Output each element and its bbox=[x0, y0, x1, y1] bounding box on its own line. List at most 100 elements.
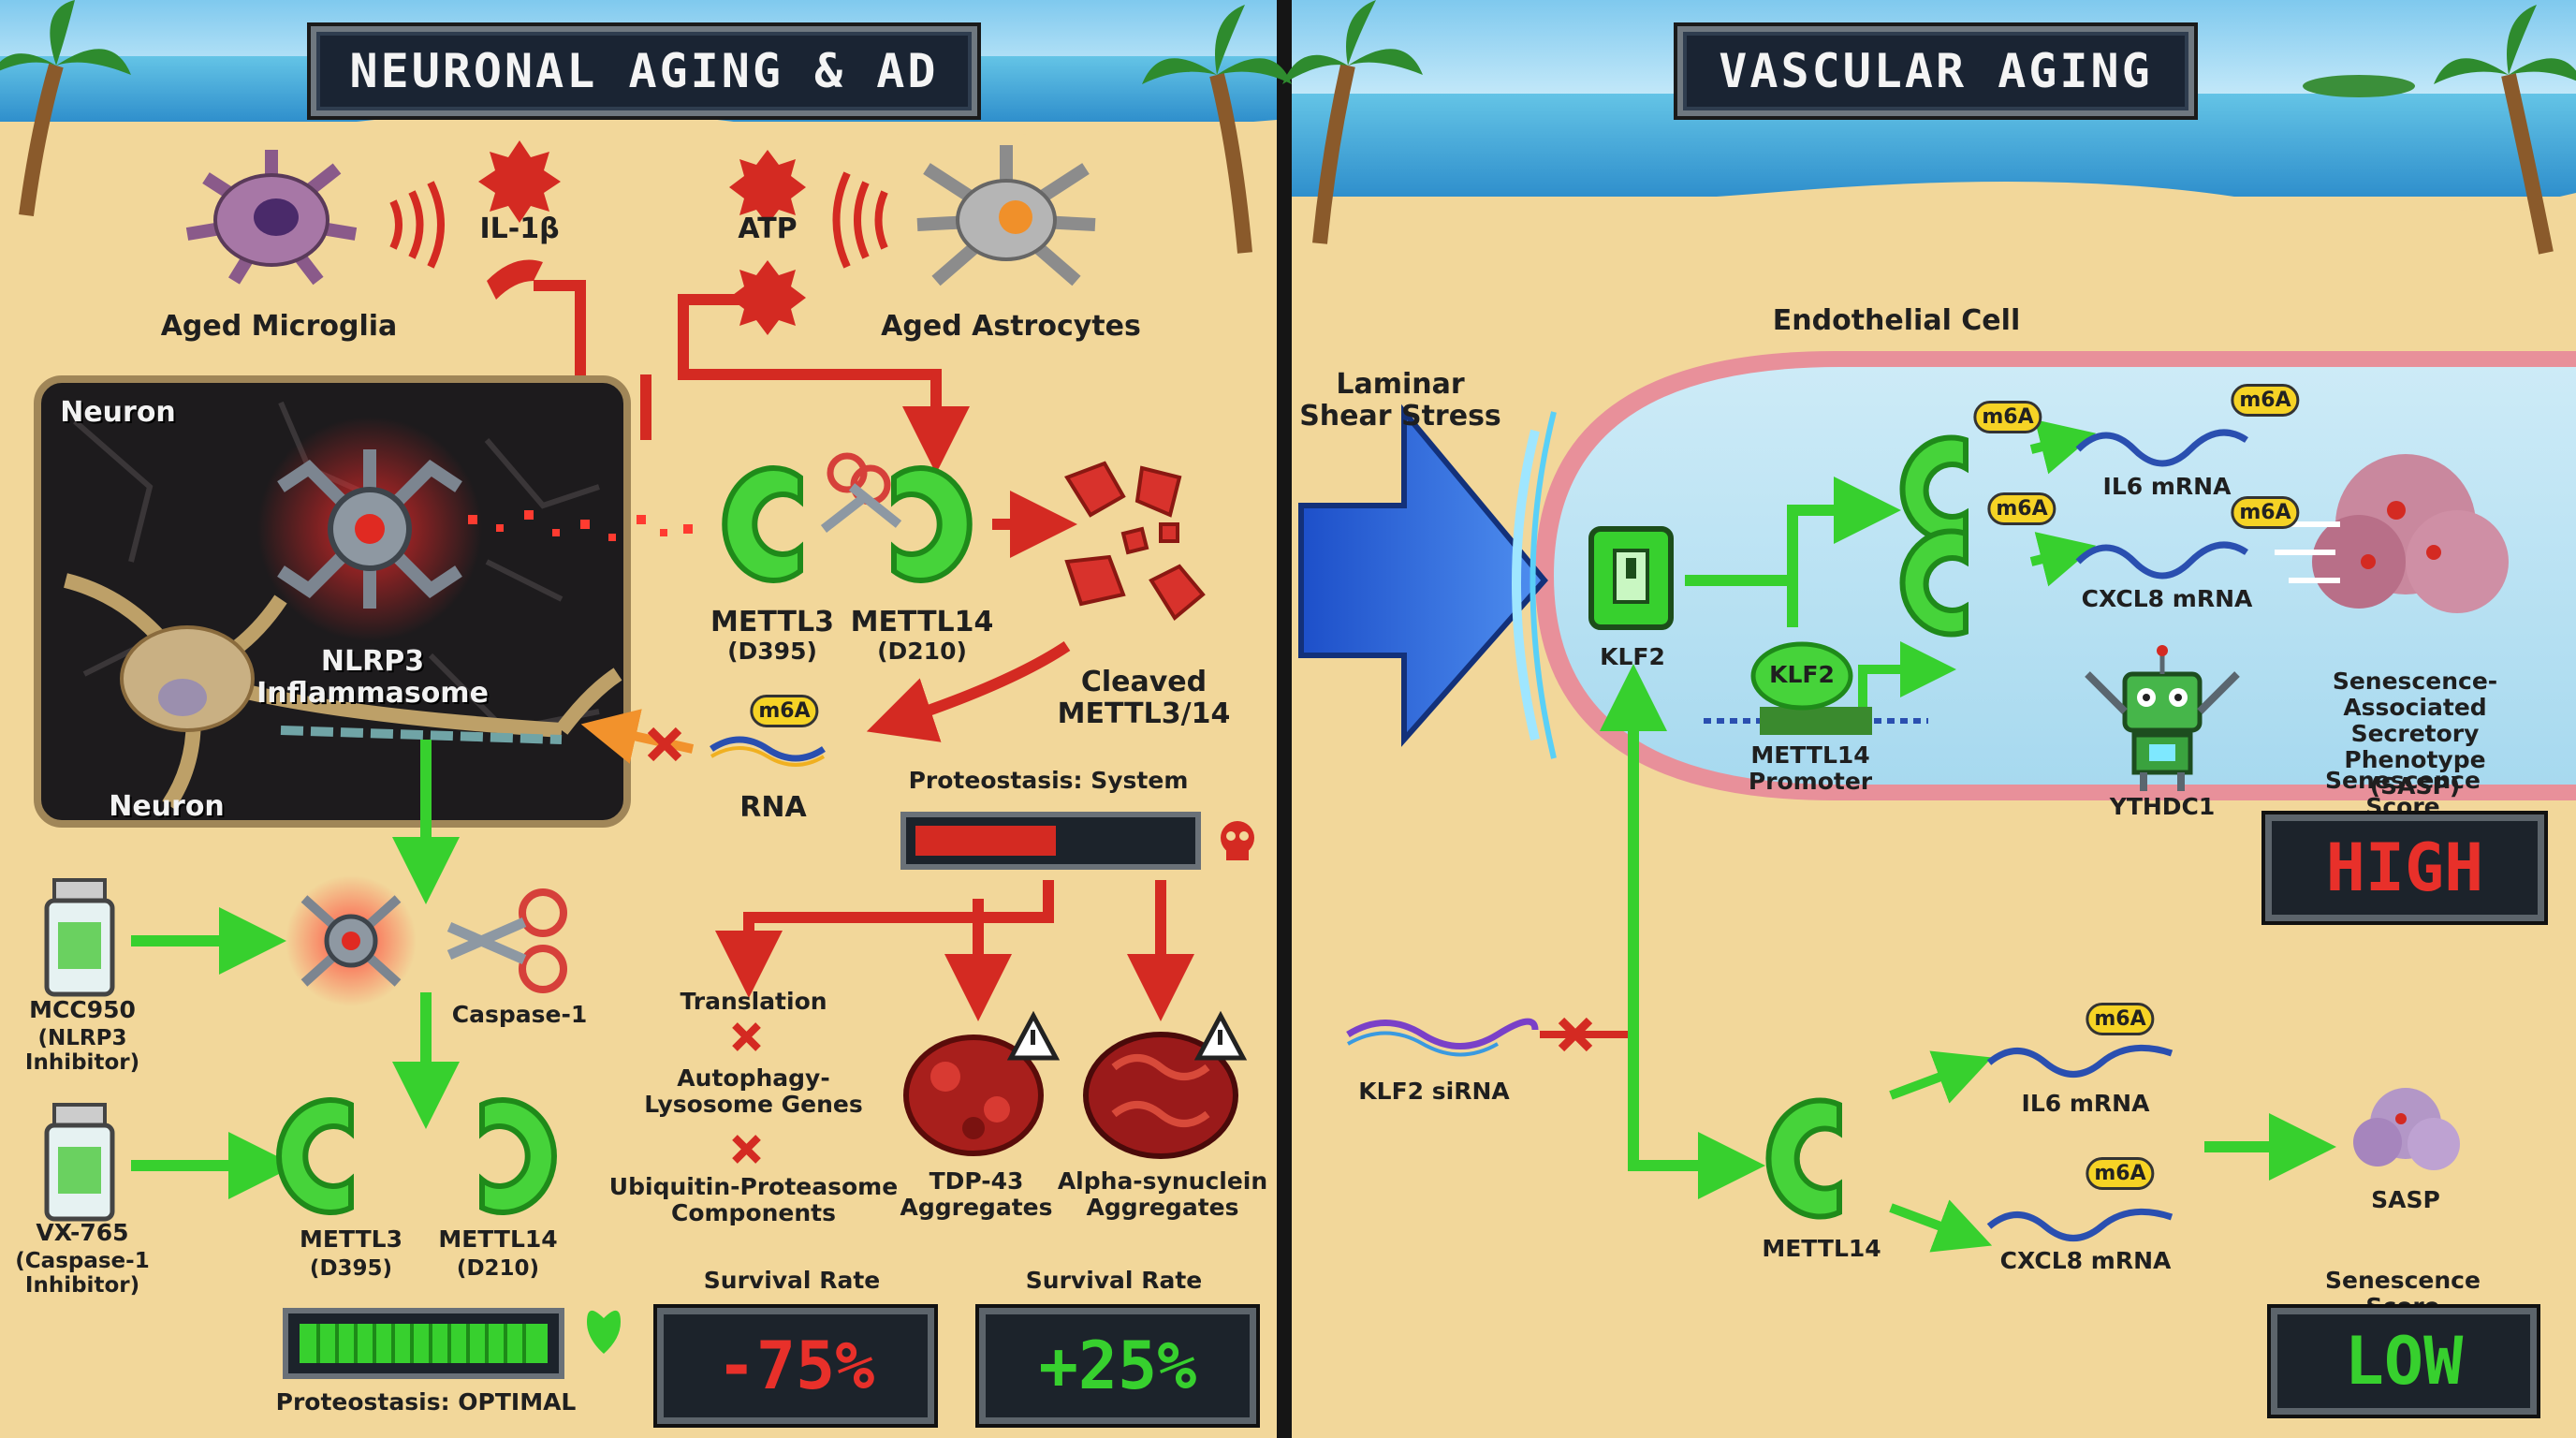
label-alpha-synuclein: Alpha-synuclein Aggregates bbox=[1057, 1167, 1268, 1221]
label-mettl14-top-site: (D210) bbox=[877, 638, 967, 665]
ythdc1-robot-icon bbox=[2085, 645, 2240, 791]
label-ythdc1: YTHDC1 bbox=[2109, 793, 2216, 820]
label-rna: RNA bbox=[739, 791, 807, 824]
right-panel-title-text: VASCULAR AGING bbox=[1719, 44, 2153, 98]
mettl14-protein-icon bbox=[1765, 1097, 1842, 1220]
mettl3-protein-icon bbox=[722, 465, 803, 583]
alpha-synuclein-aggregate-icon bbox=[1083, 1032, 1238, 1159]
label-senescence-score-top: Senescence Score bbox=[2325, 767, 2481, 820]
label-klf2: KLF2 bbox=[1600, 643, 1665, 670]
tdp43-aggregate-icon bbox=[903, 1034, 1044, 1156]
label-nlrp3-inflammasome: NLRP3 Inflammasome bbox=[256, 645, 489, 710]
il6-lower-arrow bbox=[1889, 1050, 1993, 1104]
label-vx765-desc: (Caspase-1 Inhibitor) bbox=[15, 1249, 150, 1298]
il6-mrna-icon bbox=[2075, 429, 2248, 467]
palm-tree-icon bbox=[1142, 5, 1292, 254]
label-neuron-bottom: Neuron bbox=[109, 790, 225, 823]
label-ups: Ubiquitin-Proteasome Components bbox=[608, 1173, 899, 1226]
label-tdp43: TDP-43 Aggregates bbox=[900, 1167, 1053, 1221]
warning-icon bbox=[1006, 1010, 1061, 1061]
label-survival-rate-1: Survival Rate bbox=[703, 1267, 881, 1294]
aged-astrocyte-icon bbox=[916, 145, 1096, 286]
m6a-badge: m6A bbox=[2231, 384, 2300, 417]
label-proteostasis-system: Proteostasis: System bbox=[908, 767, 1189, 794]
left-panel-title: NEURONAL AGING & AD bbox=[307, 22, 981, 120]
label-translation: Translation bbox=[680, 988, 827, 1015]
label-il6-mrna-bottom: IL6 mRNA bbox=[2021, 1090, 2150, 1117]
mettl3-protein-icon bbox=[276, 1097, 354, 1215]
label-survival-rate-2: Survival Rate bbox=[1025, 1267, 1203, 1294]
m6a-badge: m6A bbox=[2086, 1003, 2155, 1035]
label-sasp: SASP bbox=[2371, 1186, 2440, 1213]
label-sasp-full: Senescence-Associated Secretory Phenotyp… bbox=[2332, 668, 2498, 800]
survival-rate-value-negative: -75% bbox=[716, 1328, 875, 1404]
label-neuron-top: Neuron bbox=[60, 396, 176, 429]
translation-arrow bbox=[715, 880, 1054, 998]
blocked-arrow bbox=[580, 709, 695, 764]
palm-tree-icon bbox=[0, 0, 131, 217]
m6a-badge: m6A bbox=[2231, 496, 2300, 529]
warning-icon bbox=[1193, 1010, 1248, 1061]
label-atp: ATP bbox=[738, 213, 798, 245]
atp-molecule-icon bbox=[729, 150, 806, 335]
label-autophagy: Autophagy- Lysosome Genes bbox=[644, 1064, 863, 1118]
label-mcc950-desc: (NLRP3 Inhibitor) bbox=[24, 1026, 140, 1075]
label-klf2-sirna: KLF2 siRNA bbox=[1358, 1078, 1510, 1105]
nlrp3-inflammasome-icon bbox=[257, 417, 482, 641]
m6a-badge: m6A bbox=[1987, 492, 2056, 525]
m6a-badge: m6A bbox=[2086, 1157, 2155, 1190]
label-il1b: IL-1β bbox=[479, 213, 560, 245]
cxcl8-lower-arrow bbox=[1889, 1199, 1993, 1253]
label-endothelial-cell: Endothelial Cell bbox=[1772, 304, 2021, 337]
loss-arrow bbox=[866, 641, 1071, 742]
label-mcc950: MCC950 bbox=[29, 996, 136, 1023]
sasp-small-icon bbox=[2353, 1088, 2460, 1170]
mettl14-protein-icon bbox=[479, 1097, 557, 1215]
rna-strand-icon bbox=[710, 736, 826, 767]
label-proteostasis-optimal: Proteostasis: OPTIMAL bbox=[275, 1388, 577, 1416]
mettl14-lower-arrow bbox=[1628, 1034, 1765, 1199]
sasp-cloud-icon bbox=[2275, 454, 2509, 613]
cleaved-fragments-icon bbox=[1064, 461, 1206, 622]
label-mettl3-top-site: (D395) bbox=[727, 638, 817, 665]
proteostasis-optimal-bar bbox=[283, 1308, 564, 1379]
label-caspase-1: Caspase-1 bbox=[451, 1001, 588, 1028]
cxcl8-mrna-icon bbox=[2075, 541, 2248, 580]
label-senescence-score-bottom: Senescence Score bbox=[2325, 1267, 2481, 1320]
vx765-vial-icon bbox=[44, 1103, 115, 1222]
signal-waves-icon bbox=[389, 181, 445, 269]
label-vx765: VX-765 bbox=[36, 1219, 129, 1246]
scissors-icon bbox=[820, 452, 902, 533]
klf2-switch-icon bbox=[1588, 526, 1674, 630]
m6a-badge: m6A bbox=[750, 695, 819, 727]
cxcl8-arrow bbox=[2029, 532, 2097, 587]
caspase-1-scissors-icon bbox=[446, 888, 567, 993]
palm-tree-icon bbox=[2434, 5, 2576, 255]
klf2-promoter-icon bbox=[1704, 641, 1956, 735]
palm-tree-icon bbox=[1282, 0, 1423, 244]
il6-arrow bbox=[2029, 419, 2097, 475]
label-mettl14-bottom: METTL14 bbox=[438, 1225, 558, 1253]
x-mark-icon bbox=[647, 726, 682, 762]
klf2-to-mettl14-arrow bbox=[1685, 477, 1901, 586]
label-aged-microglia: Aged Microglia bbox=[160, 310, 398, 343]
il1b-molecule-icon bbox=[478, 140, 561, 300]
label-mettl3-bottom: METTL3 bbox=[300, 1225, 402, 1253]
right-panel-title: VASCULAR AGING bbox=[1674, 22, 2198, 120]
x-mark-icon bbox=[1558, 1017, 1593, 1052]
cxcl8-mrna-icon bbox=[1986, 1208, 2174, 1241]
klf2-protein-icon bbox=[1750, 641, 1853, 711]
label-cxcl8-mrna-bottom: CXCL8 mRNA bbox=[1999, 1247, 2172, 1274]
mettl14-protein-icon bbox=[891, 465, 973, 583]
label-klf2-protein: KLF2 bbox=[1769, 661, 1835, 688]
atp-arrow bbox=[678, 294, 970, 474]
klf2-sirna-icon bbox=[1346, 1018, 1539, 1057]
il6-mrna-icon bbox=[1986, 1044, 2174, 1078]
senescence-score-box-low: LOW bbox=[2267, 1304, 2540, 1418]
left-panel-title-text: NEURONAL AGING & AD bbox=[349, 44, 939, 98]
x-mark-icon bbox=[732, 1022, 761, 1164]
label-aged-astrocytes: Aged Astrocytes bbox=[881, 310, 1141, 343]
survival-rate-box-negative: -75% bbox=[653, 1304, 938, 1428]
